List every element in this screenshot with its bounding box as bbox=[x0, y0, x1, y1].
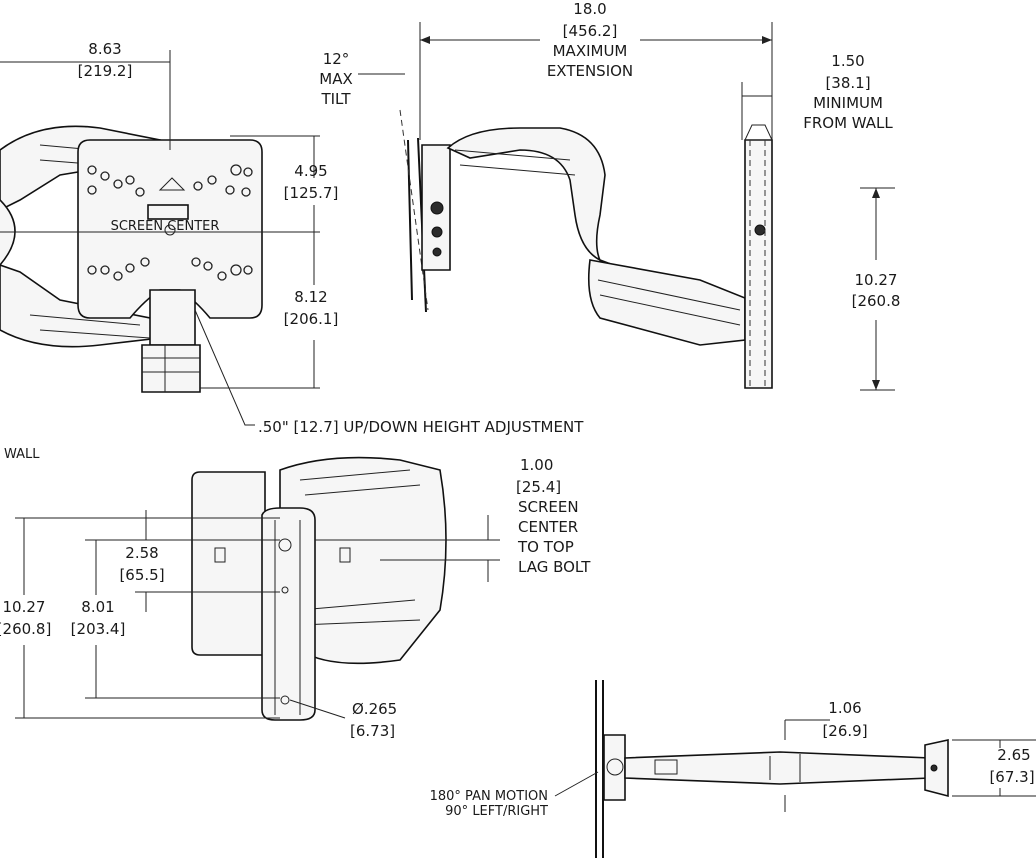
min-wall-line2: FROM WALL bbox=[803, 114, 893, 132]
front-top-mm: [125.7] bbox=[284, 184, 339, 202]
dim-1027-in: 10.27 bbox=[3, 598, 46, 616]
wall-plate bbox=[191, 471, 266, 656]
front-bottom-mm: [206.1] bbox=[284, 310, 339, 328]
side-view: 18.0 [456.2] MAXIMUM EXTENSION 12° MAX T… bbox=[319, 0, 901, 391]
hole-dia-mm: [6.73] bbox=[350, 722, 395, 740]
dim-258-in: 2.58 bbox=[125, 544, 158, 562]
front-label-plate bbox=[147, 204, 189, 220]
lag-bolt-line1: SCREEN bbox=[518, 498, 579, 516]
side-height-in: 10.27 bbox=[855, 271, 898, 289]
wall-label: WALL bbox=[4, 447, 40, 462]
min-wall-line1: MINIMUM bbox=[813, 94, 883, 112]
dim-258-mm: [65.5] bbox=[119, 566, 164, 584]
lag-bolt-line4: LAG BOLT bbox=[518, 558, 591, 576]
wall-view: WALL 2.58 [65.5] 10.27 [260.8] 8.01 [203… bbox=[0, 447, 591, 740]
pan-line2: 90° LEFT/RIGHT bbox=[445, 804, 548, 819]
lag-bolt-line3: TO TOP bbox=[517, 538, 574, 556]
wall-arm-body bbox=[279, 456, 447, 665]
side-lower-arm bbox=[587, 259, 746, 346]
extension-line2: EXTENSION bbox=[547, 62, 633, 80]
end-dim-in: 2.65 bbox=[997, 746, 1030, 764]
lag-bolt-line2: CENTER bbox=[518, 518, 578, 536]
min-wall-mm: [38.1] bbox=[825, 74, 870, 92]
side-height-mm: [260.8 bbox=[852, 292, 901, 310]
top-arm bbox=[624, 751, 931, 785]
dim-801-mm: [203.4] bbox=[71, 620, 126, 638]
front-post bbox=[149, 289, 196, 346]
front-width-in: 8.63 bbox=[88, 40, 121, 58]
hole-dia-in: Ø.265 bbox=[352, 700, 397, 718]
side-wall-bracket bbox=[744, 139, 773, 389]
extension-in: 18.0 bbox=[573, 0, 606, 18]
vesa-holes bbox=[87, 164, 253, 281]
front-bottom-in: 8.12 bbox=[294, 288, 327, 306]
tilt-line1: MAX bbox=[319, 70, 352, 88]
dim-1027-mm: [260.8] bbox=[0, 620, 51, 638]
lag-bolt-in: 1.00 bbox=[520, 456, 553, 474]
extension-line1: MAXIMUM bbox=[553, 42, 628, 60]
side-upper-arm bbox=[446, 127, 641, 276]
tilt-value: 12° bbox=[323, 50, 350, 68]
lag-bolt-mm: [25.4] bbox=[516, 478, 561, 496]
top-pivot-block bbox=[603, 734, 626, 801]
top-view: 1.06 [26.9] 2.65 [67.3] 180° PAN MOTION … bbox=[430, 680, 1036, 858]
pan-line1: 180° PAN MOTION bbox=[430, 789, 548, 804]
height-adjust-note: .50" [12.7] UP/DOWN HEIGHT ADJUSTMENT bbox=[258, 418, 584, 436]
front-base bbox=[141, 344, 201, 393]
dim-801-in: 8.01 bbox=[81, 598, 114, 616]
min-wall-in: 1.50 bbox=[831, 52, 864, 70]
screen-center-label: SCREEN CENTER bbox=[111, 219, 220, 234]
tilt-line2: TILT bbox=[320, 90, 351, 108]
end-dim-mm: [67.3] bbox=[989, 768, 1034, 786]
arm-dim-mm: [26.9] bbox=[822, 722, 867, 740]
front-view: 8.63 [219.2] 4.95 [125.7] 8.12 [206.1] S… bbox=[0, 40, 584, 436]
front-width-mm: [219.2] bbox=[78, 62, 133, 80]
extension-mm: [456.2] bbox=[563, 22, 618, 40]
arm-dim-in: 1.06 bbox=[828, 699, 861, 717]
front-top-in: 4.95 bbox=[294, 162, 327, 180]
